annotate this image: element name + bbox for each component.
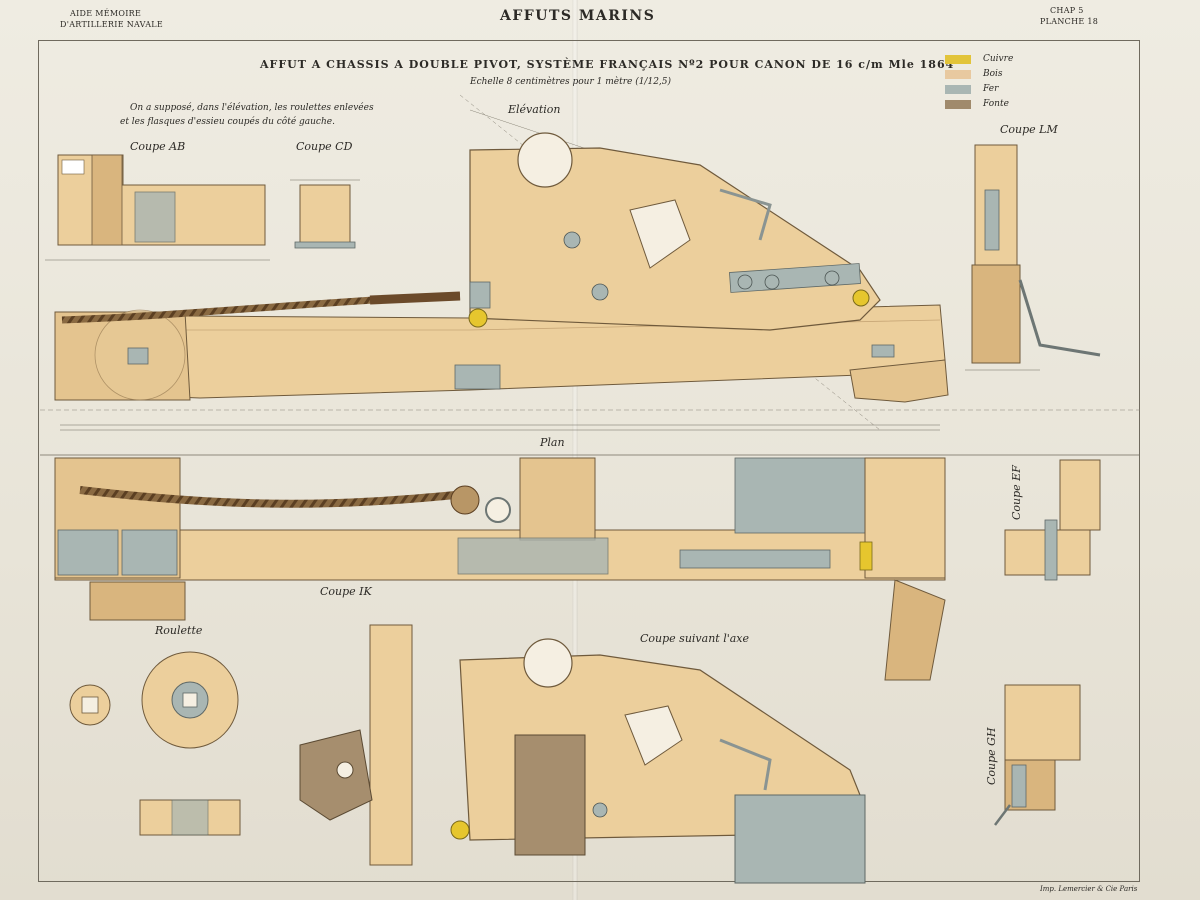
- plate-title: AFFUT A CHASSIS A DOUBLE PIVOT, SYSTÈME …: [260, 58, 955, 71]
- label-coupe-cd: Coupe CD: [296, 140, 353, 153]
- section-ik: [299, 624, 413, 866]
- section-ab: [45, 154, 270, 261]
- header-left-line2: D'ARTILLERIE NAVALE: [60, 20, 164, 29]
- legend-swatch-bois: [945, 70, 971, 79]
- plate-note-line2: et les flasques d'essieu coupés du côté …: [120, 117, 335, 127]
- section-ef: [1004, 459, 1101, 581]
- section-axis: [450, 638, 866, 884]
- plate-scale: Echelle 8 centimètres pour 1 mètre (1/12…: [470, 77, 672, 87]
- label-coupe-ab: Coupe AB: [130, 140, 186, 153]
- plate-border: [38, 40, 1140, 882]
- plate-note-line1: On a supposé, dans l'élévation, les roul…: [130, 103, 374, 113]
- legend-label-fer: Fer: [983, 84, 999, 94]
- roulette-detail: [69, 651, 241, 836]
- header-left-line1: AIDE MÉMOIRE: [70, 9, 142, 18]
- plan-view: [40, 454, 1140, 681]
- imprint: Imp. Lemercier & Cie Paris: [1040, 885, 1138, 893]
- section-gh: [994, 684, 1081, 826]
- section-lm: [965, 144, 1101, 371]
- label-coupe-ik: Coupe IK: [320, 585, 372, 598]
- header-right-line1: CHAP 5: [1050, 6, 1084, 15]
- section-cd: [290, 179, 360, 249]
- label-coupe-axe: Coupe suivant l'axe: [640, 632, 750, 645]
- center-fold: [572, 0, 578, 900]
- elevation-view: [40, 94, 1140, 431]
- legend-swatch-fonte: [945, 100, 971, 109]
- legend-label-cuivre: Cuivre: [983, 54, 1014, 64]
- label-roulette: Roulette: [155, 624, 203, 637]
- label-plan: Plan: [540, 436, 565, 449]
- legend-label-bois: Bois: [983, 69, 1003, 79]
- header-title: AFFUTS MARINS: [500, 8, 656, 24]
- legend-label-fonte: Fonte: [983, 99, 1009, 109]
- header-right-line2: PLANCHE 18: [1040, 17, 1099, 26]
- label-coupe-lm: Coupe LM: [1000, 123, 1058, 136]
- label-elevation: Elévation: [508, 103, 561, 116]
- legend-swatch-cuivre: [945, 55, 971, 64]
- legend-swatch-fer: [945, 85, 971, 94]
